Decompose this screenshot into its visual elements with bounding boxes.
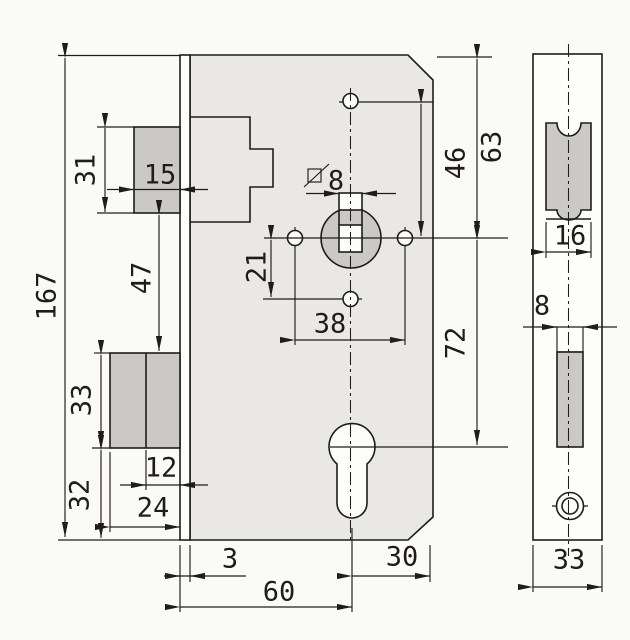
dim-label-63: 63 [477,131,508,164]
dim-bolt-step: 12 [120,450,208,490]
faceplate-front [179,54,191,541]
edge-dimensions: 16 8 33 [518,221,617,592]
dim-label-8: 8 [534,291,550,322]
edge-view [532,44,603,556]
dim-overall-height: 167 [32,43,180,541]
dim-faceplate-thickness: 3 [164,544,246,612]
dim-label-167: 167 [32,272,63,321]
dim-label-72: 72 [441,327,472,360]
dim-bolt-height: 33 [67,340,110,449]
dim-spindle-square: 8 [303,163,396,197]
dim-label-12: 12 [145,453,178,484]
square-symbol-slash [303,163,330,188]
dim-top-to-center: 63 [437,44,508,236]
screw-hole-inner [561,497,579,515]
dim-label-47: 47 [127,262,158,295]
dim-hole-spacing: 38 [280,309,405,344]
dim-label-24: 24 [137,493,170,524]
dim-label-30: 30 [386,542,419,573]
front-dimensions: 167 31 15 47 33 32 [32,43,508,612]
dim-label-square8: 8 [328,166,344,197]
dim-upper-hole-to-center: 46 [417,89,472,236]
dim-label-31: 31 [71,154,102,187]
front-view [109,54,508,541]
dim-label-15: 15 [144,160,177,191]
dim-label-46: 46 [441,147,472,180]
dead-bolt-front [109,352,181,449]
dim-latch-height: 31 [71,113,134,214]
latch-bolt-front [133,126,181,214]
dim-faceplate-width: 33 [518,545,603,592]
dead-bolt-edge-slot [556,351,584,448]
lock-case-body [189,54,434,541]
dim-latch-projection: 15 [107,160,208,193]
dim-below-bolt: 32 [65,435,105,538]
square-section-symbol [307,168,322,183]
dim-label-16: 16 [554,221,587,252]
dim-backset: 60 [165,528,353,612]
dim-latch-width: 16 [531,221,592,258]
dim-label-32: 32 [65,479,96,512]
dim-label-33-edge: 33 [553,545,586,576]
dim-center-to-cylinder: 72 [441,225,481,445]
dim-latch-to-bolt: 47 [127,200,163,351]
dim-label-33: 33 [67,384,98,417]
latch-guide-cutout [190,116,274,223]
dim-label-60: 60 [263,577,296,608]
dim-center-to-edge: 30 [337,542,431,582]
dim-center-to-lower-hole: 21 [242,225,275,297]
dim-label-21: 21 [242,251,273,284]
dim-bolt-width: 24 [95,452,180,532]
dim-label-3: 3 [222,544,238,575]
dim-label-38: 38 [314,309,347,340]
dim-slot-width: 8 [523,291,617,331]
